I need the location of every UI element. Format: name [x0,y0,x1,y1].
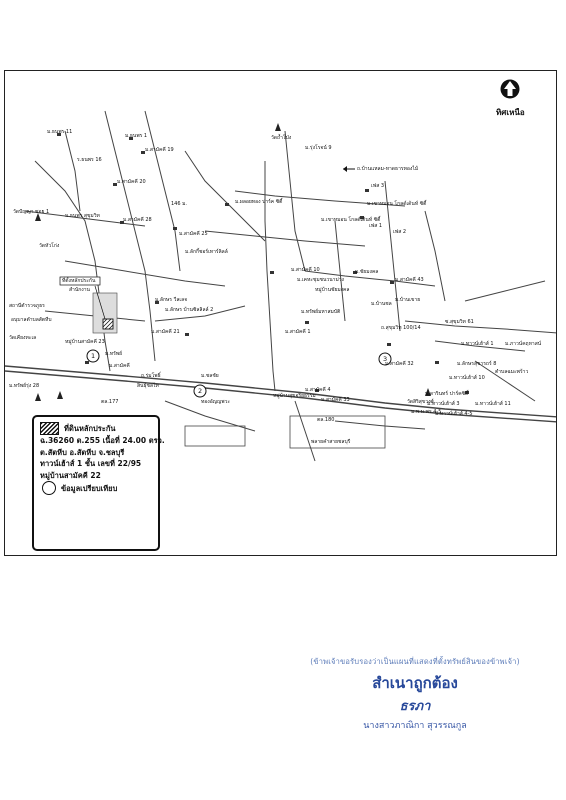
map-label: ม.ทาวน์เฮ้าส์ 3 [427,401,460,407]
map-label: อนุบาลตำบลสัตหีบ [11,317,52,323]
map-label: เฟส 1 [369,223,383,229]
map-label: ม.สามัคคี 33 [321,397,350,403]
circle-marker-icon [42,481,56,495]
map-label: ม.ลักษร บ้านซิลลิลล์ 2 [165,307,214,313]
map-label: ม.ชลชัย [201,373,219,379]
stamp-signature: ธรภา [399,699,431,714]
certification-stamp: (ข้าพเจ้าขอรับรองว่าเป็นแผนที่แสดงที่ตั้… [300,656,530,732]
map-label: ม.ทาวน์เฮ้าส์ 11 [475,401,511,407]
map-label: วัดถ้ำโป่ง [271,135,292,141]
legend-address-line: ต.สัตหีบ อ.สัตหีบ จ.ชลบุรี [40,447,125,457]
map-legend: ที่ดินหลักประกัน ฉ.36260 ต.255 เนื้อที่ … [32,415,165,551]
subject-property-icon [102,318,114,330]
marker-label-3: 3 [383,355,388,363]
map-label: ตล.177 [101,399,119,405]
north-label: ทิศเหนือ [496,108,525,117]
map-label: เฟส 3 [371,183,385,189]
map-label: เฟส 2 [393,229,407,235]
stamp-signer-name: นางสาวภาณิกา สุวรรณกูล [363,721,467,731]
map-label: พลายคำสายชลบุรี [311,439,351,445]
map-label: ม.สามัคคี 21 [151,329,180,335]
map-label: วัดปัญญา ซอย 1 [13,209,50,215]
map-label: ม.สามัคคี 10 [291,267,320,273]
map-label: ม.พ.ม.พร 4-5 [411,409,442,415]
map-label: วัดเคียงทะเล [9,335,37,341]
stamp-declaration: (ข้าพเจ้าขอรับรองว่าเป็นแผนที่แสดงที่ตั้… [310,657,520,666]
hatched-swatch-icon [40,422,59,435]
map-label: วัดหัวโก่ง [39,243,60,249]
map-label: ม.เขาหมอน โกลด์เด้นท์ ซิตี้ [321,217,381,223]
map-label: ม.เคหะชุมชนวนาม่วง [297,277,344,283]
legend-deed-line: ฉ.36260 ต.255 เนื้อที่ 24.00 ตรว. [40,436,165,445]
marker-label-2: 2 [198,387,203,395]
map-label: ม.ทรัพย์ [105,351,123,357]
map-label: ม.ทรัพย์มหาสมบัติ [301,309,341,315]
map-label: ม.ธนพร 11 [47,129,73,135]
map-label: ม.สามัคคี 28 [123,217,152,223]
stamp-certified-copy: สำเนาถูกต้อง [372,674,458,692]
map-label: ม.ลักกี้ชอร์เทาร์ลิลล์ [185,249,228,255]
map-label: ม.รุ่งโรจน์ 9 [305,145,332,151]
map-label: ม.สามัคคี [109,363,130,369]
map-label: ม.บ้านเขาย [395,297,421,303]
legend-village-line: หมู่บ้านสามัคคี 22 [40,470,101,480]
road-label: ซ.สุขุมวิท 61 [445,319,474,325]
map-label: ม.ผลอยทอง ปาร์ค ซิตี้ [235,199,283,205]
map-label: ม.เขาหมอน โกลด์เด้นท์ ซิตี้ [367,201,427,207]
map-label: ม.ชัยมงคล [355,269,379,275]
map-label: ทองอัญญพวะ [201,399,231,405]
comparable-marker-2 [193,384,207,398]
map-label: ม.สามัคคี 25 [179,231,208,237]
road-label: ถ.บ้านแหลม-หาดธารทองไม้ [357,166,419,172]
map-label: ม.ทาวน์เฮ้าส์ 4-5 [435,411,473,417]
map-label: ม.ธนพร 1 [125,133,148,139]
temple-icon [35,213,41,221]
map-label: ม.สามัคคี 32 [385,361,414,367]
map-label: ม.บ้านชล [371,301,392,307]
map-label: วัดสิริสุขวงศ์ [407,399,434,405]
map-label: ม.สามัคคี 43 [395,277,424,283]
legend-subject-label: ที่ดินหลักประกัน [64,424,116,433]
map-label: สำนักงาน [69,287,90,293]
map-label: หมู่บ้านสามัคคี 23 [65,339,105,345]
legend-compare-label: ข้อมูลเปรียบเทียบ [61,483,118,493]
map-label: สินธุ์ชลไท [137,383,159,389]
legend-building-line: ทาวน์เฮ้าส์ 1 ชั้น เลขที่ 22/95 [40,459,142,468]
map-label: ม.สามัคคี 19 [145,147,174,153]
north-arrow-icon [500,79,520,99]
map-label: หมู่บ้านชัยมงคล [315,287,350,293]
map-label: ม.ลักษร วีลเลจ [155,297,188,303]
comparable-marker-1 [86,349,100,363]
map-label: ม.สามัคคี 20 [117,179,146,185]
map-label: ถ.ร่มโพธิ์ [141,373,161,379]
map-label: ม.ดารินทร์ ปาร์คซิตี้ [425,391,469,397]
comparable-marker-3 [378,352,392,366]
map-label: ม.สามัคคี 4 [305,387,331,393]
temple-icon [35,393,41,401]
map-label: ตำบลฉมะพร้าว [495,369,529,375]
road-network [5,110,556,462]
road-label: ถ.สุขุมวิท 100/14 [381,325,421,331]
north-indicator: ทิศเหนือ [496,78,525,119]
subject-callout: ที่ตั้งหลักประกัน [62,278,96,284]
map-label: หมู่บ้านสุขจริยธรรม [273,393,316,399]
map-label: ม.สามัคคี 1 [285,329,311,335]
map-label: สถานีตำรวจภูธร [9,303,45,309]
marker-label-1: 1 [91,352,96,360]
map-label: ร.ธนพร 16 [77,157,102,163]
map-label: 146 ม. [171,201,188,207]
temple-icon [57,391,63,399]
map-label: ม.ทาวน์เฮ้าส์ 10 [449,375,485,381]
map-label: ม.ภาวน์คฤหาสน์ [505,341,542,347]
map-label: ตล.180 [317,417,335,423]
map-label: ม.ทรัพย์รุ่ง 28 [9,383,40,389]
temple-icon [275,123,281,131]
legend-compare-row: ข้อมูลเปรียบเทียบ [40,481,152,495]
map-label: ม.ธนพร สุขุมวิท [65,213,100,219]
location-map: 1 2 3 ที่ตั้งหลักประกัน ม.ธนพร 11 ม.ธนพร… [4,70,557,556]
temple-icon [425,388,431,396]
legend-subject-row: ที่ดินหลักประกัน [40,422,152,435]
map-label: ม.ทาวน์เฮ้าส์ 1 [461,341,494,347]
map-label: ม.ลักษรสุขารถร์ 8 [457,361,497,367]
